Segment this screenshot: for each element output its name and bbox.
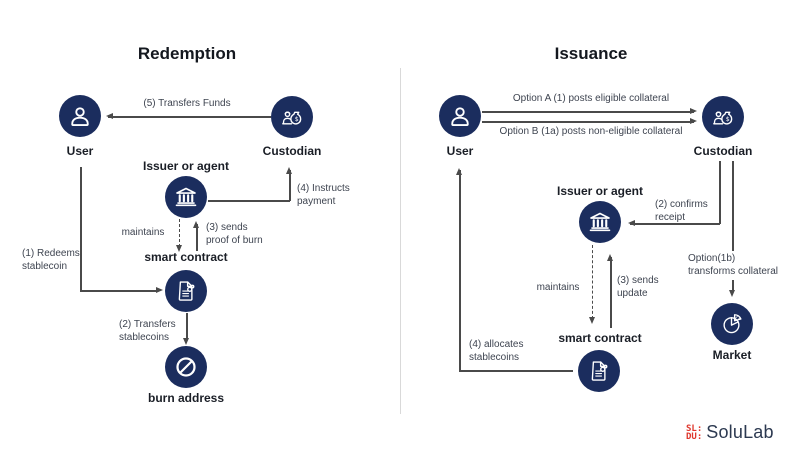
user-icon xyxy=(71,107,89,126)
edge-maintains-right-dashline xyxy=(592,245,593,319)
edge-transfers-stablecoins-arrow xyxy=(183,338,189,349)
logo-mark-row: SL: xyxy=(686,423,703,434)
edge-confirms-receipt-hline xyxy=(630,223,720,225)
edge-transforms-label: Option(1b) transforms collateral xyxy=(688,253,779,277)
edge-transforms-arrow-line xyxy=(732,280,734,292)
contract-document-gear-icon xyxy=(591,361,608,381)
edge-option-a-label: Option A (1) posts eligible collateral xyxy=(512,93,670,104)
edge-instructs-payment-hline xyxy=(208,200,290,202)
issuance-custodian-label: Custodian xyxy=(693,144,753,158)
edge-maintains-left-label: maintains xyxy=(121,227,165,238)
edge-option-b-label: Option B (1a) posts non-eligible collate… xyxy=(499,126,683,137)
redemption-title: Redemption xyxy=(137,44,237,63)
edge-transfers-stablecoins-line xyxy=(186,313,188,340)
edge-maintains-left-dashline xyxy=(179,219,180,247)
edge-confirms-receipt-label: (2) confirms receipt xyxy=(655,199,708,223)
issuance-custodian-node: $ xyxy=(702,96,744,138)
edge-redeems-arrow xyxy=(156,287,167,293)
edge-instructs-payment-vline xyxy=(289,170,291,201)
issuance-issuer-node xyxy=(579,201,621,243)
contract-document-gear-icon xyxy=(178,281,195,301)
edge-redeems-label: (1) Redeems stablecoin xyxy=(22,248,80,272)
edge-transfers-funds-label: (5) Transfers Funds xyxy=(143,98,231,109)
money-bag-guard-icon: $ xyxy=(282,111,302,125)
edge-option-b-arrow xyxy=(690,118,701,124)
solulab-logo-mark-icon: SL: DU: xyxy=(686,423,703,442)
svg-text:$: $ xyxy=(295,116,299,123)
edge-option-b-line xyxy=(482,121,694,123)
edge-allocates-hline xyxy=(459,370,573,372)
edge-transforms-arrow xyxy=(729,290,735,301)
svg-text:$: $ xyxy=(726,116,730,123)
edge-allocates-vline xyxy=(459,170,461,371)
money-bag-guard-icon: $ xyxy=(713,111,733,125)
issuance-user-label: User xyxy=(446,144,474,158)
solulab-logo-text: SoluLab xyxy=(706,422,774,442)
edge-instructs-payment-arrow xyxy=(286,163,292,174)
bank-icon xyxy=(589,212,611,232)
edge-instructs-payment-label: (4) Instructs payment xyxy=(297,183,350,207)
redemption-issuer-label: Issuer or agent xyxy=(142,159,230,173)
issuance-smart-contract-node xyxy=(578,350,620,392)
edge-proof-of-burn-line xyxy=(196,224,198,251)
issuance-user-node xyxy=(439,95,481,137)
bank-icon xyxy=(175,187,197,207)
edge-sends-update-line xyxy=(610,257,612,328)
redemption-smart-contract-node xyxy=(165,270,207,312)
center-divider xyxy=(400,68,401,414)
edge-redeems-hline xyxy=(80,290,158,292)
edge-redeems-vline xyxy=(80,167,82,291)
redemption-user-label: User xyxy=(66,144,94,158)
ban-icon xyxy=(176,357,196,377)
redemption-burn-node xyxy=(165,346,207,388)
edge-maintains-left-arrow xyxy=(176,245,182,256)
edge-allocates-arrow xyxy=(456,164,462,175)
issuance-market-node xyxy=(711,303,753,345)
edge-transfers-funds-arrow xyxy=(102,113,113,119)
edge-transfers-funds-line xyxy=(108,116,271,118)
issuance-market-label: Market xyxy=(712,348,752,362)
edge-maintains-right-arrow xyxy=(589,317,595,328)
redemption-issuer-node xyxy=(165,176,207,218)
edge-proof-of-burn-arrow xyxy=(193,217,199,228)
edge-option-a-line xyxy=(482,111,694,113)
issuance-title: Issuance xyxy=(554,44,628,63)
edge-sends-update-arrow xyxy=(607,250,613,261)
solulab-logo: SL: DU: SoluLab xyxy=(686,422,774,443)
edge-confirms-receipt-vline xyxy=(719,161,721,224)
edge-maintains-right-label: maintains xyxy=(536,282,580,293)
user-icon xyxy=(451,107,469,126)
logo-mark-row: DU: xyxy=(686,431,703,442)
issuance-smart-contract-label: smart contract xyxy=(558,331,642,345)
edge-confirms-receipt-arrow xyxy=(624,220,635,226)
edge-transforms-vline xyxy=(732,161,734,251)
redemption-user-node xyxy=(59,95,101,137)
redemption-custodian-node: $ xyxy=(271,96,313,138)
edge-proof-of-burn-label: (3) sends proof of burn xyxy=(206,222,263,246)
edge-transfers-stablecoins-label: (2) Transfers stablecoins xyxy=(119,319,176,343)
edge-option-a-arrow xyxy=(690,108,701,114)
redemption-custodian-label: Custodian xyxy=(262,144,322,158)
issuance-issuer-label: Issuer or agent xyxy=(556,184,644,198)
redemption-burn-label: burn address xyxy=(147,391,225,405)
redemption-smart-contract-label: smart contract xyxy=(144,250,228,264)
edge-sends-update-label: (3) sends update xyxy=(617,275,659,299)
pie-chart-icon xyxy=(723,314,742,334)
edge-allocates-label: (4) allocates stablecoins xyxy=(469,339,524,363)
